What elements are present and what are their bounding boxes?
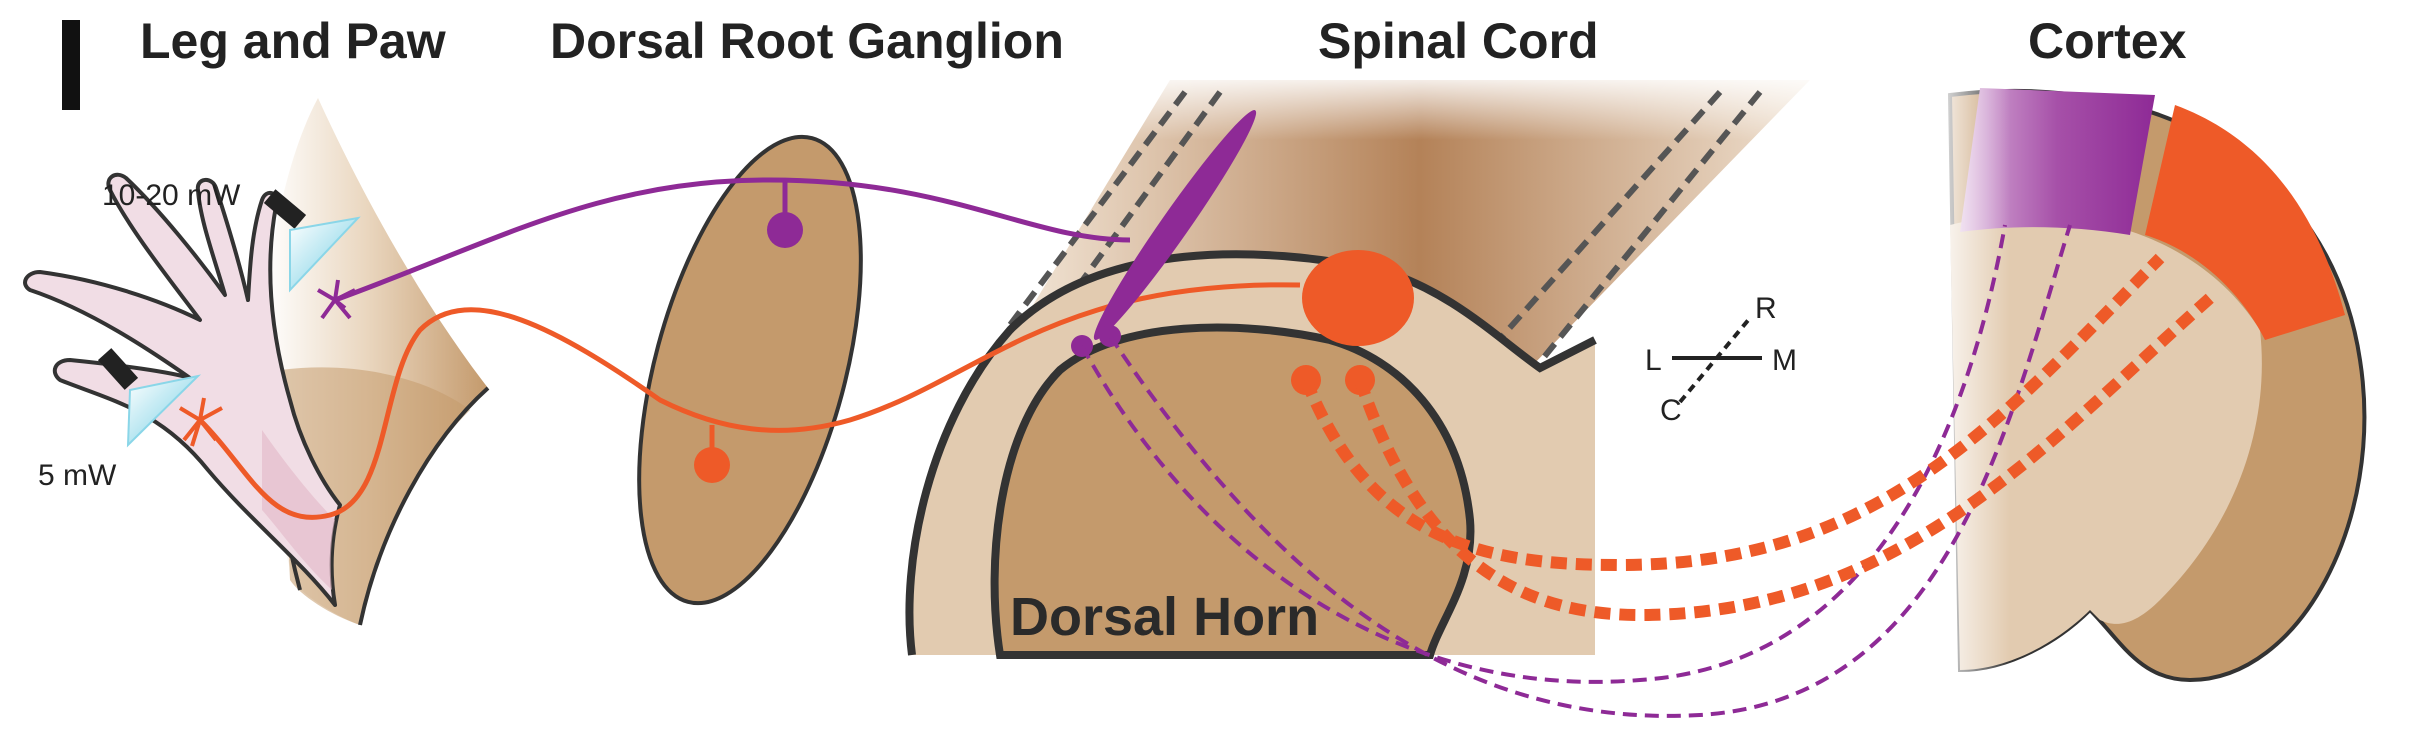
- cortex: [1930, 70, 2367, 690]
- orange-terminal-cluster: [1302, 250, 1414, 346]
- compass-label-caudal: C: [1660, 394, 1682, 427]
- title-cortex: Cortex: [2028, 13, 2187, 69]
- label-power-high: 10-20 mW: [102, 179, 241, 212]
- paw-shadow: [262, 430, 335, 590]
- label-dorsal-horn: Dorsal Horn: [1010, 587, 1319, 647]
- cord-dashed-right-2: [1537, 90, 1763, 364]
- compass-label-medial: M: [1772, 344, 1797, 377]
- purple-dorsal-root-bundle: [1093, 110, 1257, 340]
- title-leg-and-paw: Leg and Paw: [140, 13, 446, 69]
- orange-axon: [198, 282, 1301, 520]
- compass-rostral-caudal-axis: [1678, 316, 1752, 404]
- purple-projection-1: [1080, 224, 2007, 684]
- purple-axon: [334, 177, 1131, 303]
- cortex-fade: [1930, 70, 2010, 690]
- cortex-region-orange: [2145, 105, 2345, 340]
- dorsal-root-ganglion: [637, 134, 863, 606]
- laser-emitter-low: [97, 348, 139, 390]
- purple-projection-2: [1108, 224, 2072, 718]
- cord-top-fade: [1120, 70, 1840, 140]
- compass-label-rostral: R: [1755, 292, 1777, 325]
- laser-emitter-high: [263, 189, 307, 229]
- scale-bar: [62, 20, 80, 110]
- spinal-cord: Dorsal Horn: [905, 70, 1840, 659]
- laser-beam-low: [126, 374, 202, 448]
- purple-drg-soma: [767, 212, 803, 248]
- label-power-low: 5 mW: [38, 459, 117, 492]
- laser-beam-high: [289, 216, 361, 293]
- title-dorsal-root-ganglion: Dorsal Root Ganglion: [550, 13, 1064, 69]
- compass-label-lateral: L: [1645, 344, 1662, 377]
- orange-drg-soma: [694, 447, 730, 483]
- orientation-compass: R L M C: [1645, 292, 1797, 427]
- leg-and-paw: 10-20 mW 5 mW: [23, 98, 490, 626]
- orange-projection-1: [1300, 253, 2165, 572]
- cord-dashed-right-1: [1487, 90, 1723, 352]
- orange-projection-2: [1354, 293, 2214, 622]
- title-spinal-cord: Spinal Cord: [1318, 13, 1599, 69]
